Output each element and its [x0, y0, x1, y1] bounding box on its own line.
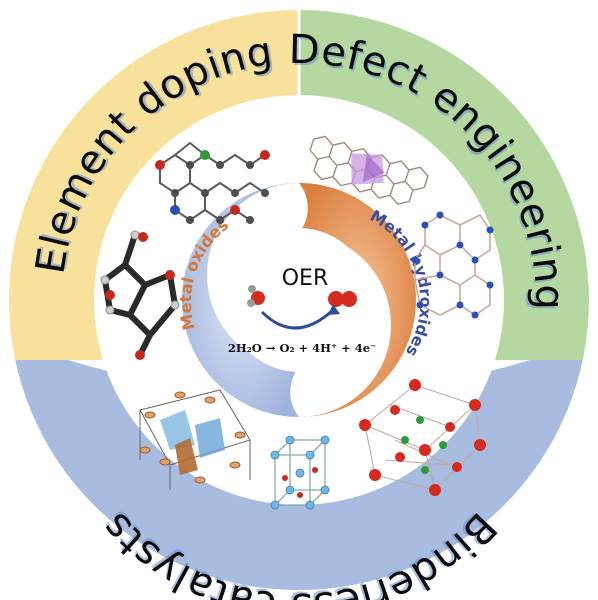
doped-graphene-illustration: [155, 141, 270, 224]
ball-stick-molecule-illustration: [100, 230, 180, 360]
defect-graphene-illustration: [309, 135, 429, 205]
cubic-lattice-illustration: [270, 435, 330, 510]
oer-title: OER: [282, 266, 329, 291]
water-molecule-icon: [247, 285, 265, 307]
oxygen-molecule-icon: [328, 291, 357, 307]
reaction-arrow-icon: [260, 308, 335, 330]
metal-hydroxides-crescent: [299, 183, 416, 417]
oxide-crystal-illustration: [139, 389, 251, 490]
oer-equation: 2H₂O → O₂ + 4H⁺ + 4e⁻: [228, 341, 376, 355]
metal-oxides-crescent: [182, 183, 299, 417]
nitrogen-lattice-illustration: [411, 211, 494, 319]
hydroxide-crystal-illustration: [359, 379, 486, 496]
center-circle: [227, 228, 371, 372]
